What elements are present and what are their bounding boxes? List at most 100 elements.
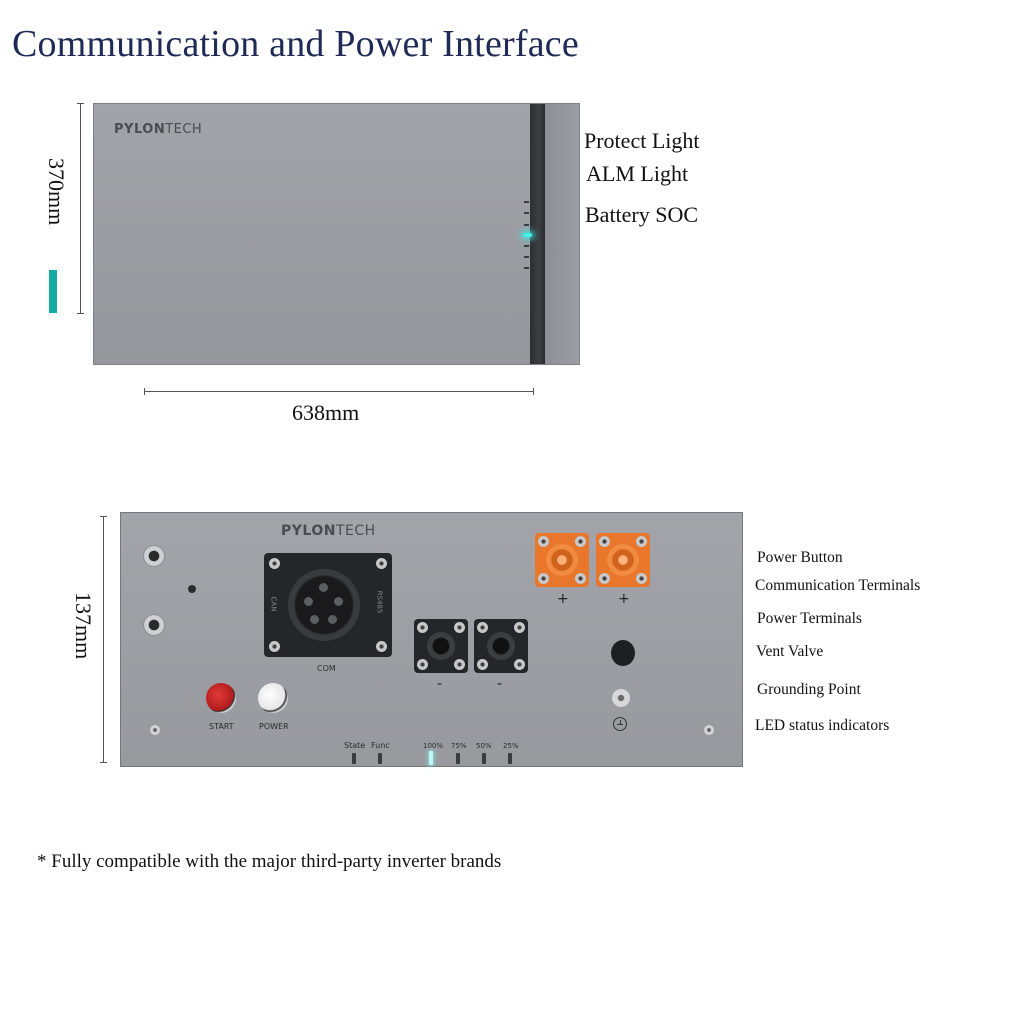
start-label: START xyxy=(209,722,234,731)
soc-led-100 xyxy=(429,751,433,765)
legend-grounding-point: Grounding Point xyxy=(757,681,861,698)
battery-front-panel: PYLONTECH CAN RS485 COM START POWER xyxy=(120,512,743,767)
legend-led-status-indicators: LED status indicators xyxy=(755,717,890,734)
communication-terminal[interactable]: CAN RS485 xyxy=(264,553,392,657)
indicator-stripe xyxy=(530,104,545,364)
battery-side-panel xyxy=(545,104,579,364)
terminal-screw xyxy=(417,659,428,670)
mounting-screw xyxy=(704,725,714,735)
positive-sign: + xyxy=(618,591,630,607)
terminal-screw xyxy=(454,622,465,633)
plate-screw xyxy=(376,641,387,652)
positive-sign: + xyxy=(557,591,569,607)
led-indicator xyxy=(524,224,529,226)
power-button[interactable] xyxy=(258,683,288,713)
indicator-label-25: 25% xyxy=(503,742,519,750)
positive-power-terminal[interactable] xyxy=(596,533,650,587)
led-indicator xyxy=(524,256,529,258)
com-label: COM xyxy=(317,664,336,673)
soc-led-25 xyxy=(508,753,512,764)
start-button[interactable] xyxy=(206,683,236,713)
height-dimension-label: 370mm xyxy=(44,158,69,226)
negative-power-terminal[interactable] xyxy=(414,619,468,673)
ground-icon xyxy=(613,717,627,731)
terminal-screw xyxy=(575,536,586,547)
brand-logo: PYLONTECH xyxy=(114,122,202,137)
indicator-label-func: Func xyxy=(371,741,390,750)
dimension-tick xyxy=(533,388,534,395)
brand-logo-light: TECH xyxy=(165,122,203,137)
led-indicator xyxy=(524,267,529,269)
terminal-core xyxy=(427,632,455,660)
dimension-tick xyxy=(77,103,84,104)
battery-front-view: PYLONTECH xyxy=(93,103,580,365)
legend-vent-valve: Vent Valve xyxy=(756,643,824,660)
state-led xyxy=(352,753,356,764)
brand-logo-bold: PYLON xyxy=(114,122,166,137)
terminal-core xyxy=(546,544,578,576)
terminal-screw xyxy=(538,573,549,584)
dimension-tick xyxy=(144,388,145,395)
page-title: Communication and Power Interface xyxy=(12,23,579,65)
indicator-label-50: 50% xyxy=(476,742,492,750)
connector-pin xyxy=(328,615,337,624)
terminal-screw xyxy=(599,573,610,584)
led-indicator xyxy=(524,245,529,247)
com-side-label-right: RS485 xyxy=(375,590,384,614)
com-side-label-left: CAN xyxy=(269,596,278,612)
led-indicator xyxy=(524,212,529,214)
legend-power-button: Power Button xyxy=(757,549,843,566)
reset-hole xyxy=(188,585,196,593)
brand-logo-light: TECH xyxy=(335,523,376,539)
soc-led-75 xyxy=(456,753,460,764)
terminal-screw xyxy=(454,659,465,670)
terminal-screw xyxy=(514,622,525,633)
power-label: POWER xyxy=(259,722,289,731)
width-dimension-line xyxy=(144,391,534,392)
callout-battery-soc: Battery SOC xyxy=(585,202,699,227)
terminal-core xyxy=(607,544,639,576)
soc-led-50 xyxy=(482,753,486,764)
connector-pin xyxy=(334,597,343,606)
compatibility-footnote: * Fully compatible with the major third-… xyxy=(37,851,502,872)
height-dimension-line xyxy=(80,103,81,313)
terminal-screw xyxy=(538,536,549,547)
terminal-core xyxy=(487,632,515,660)
terminal-screw xyxy=(477,622,488,633)
dimension-tick xyxy=(100,516,107,517)
terminal-screw xyxy=(477,659,488,670)
brand-logo-bold: PYLON xyxy=(281,523,336,539)
battery-soc-led-lit xyxy=(523,233,532,237)
positive-power-terminal[interactable] xyxy=(535,533,589,587)
terminal-screw xyxy=(514,659,525,670)
terminal-screw xyxy=(636,573,647,584)
width-dimension-label: 638mm xyxy=(292,400,360,425)
grounding-point[interactable] xyxy=(612,689,630,707)
dimension-tick xyxy=(100,762,107,763)
accent-bar xyxy=(49,270,57,313)
com-connector xyxy=(288,569,360,641)
handle-mount-grommet xyxy=(143,545,165,567)
dimension-tick xyxy=(77,313,84,314)
legend-power-terminals: Power Terminals xyxy=(757,610,862,627)
callout-protect-light: Protect Light xyxy=(584,128,700,153)
negative-sign: - xyxy=(437,676,443,692)
terminal-screw xyxy=(599,536,610,547)
led-indicator xyxy=(524,201,529,203)
plate-screw xyxy=(269,641,280,652)
negative-power-terminal[interactable] xyxy=(474,619,528,673)
callout-alm-light: ALM Light xyxy=(586,161,689,186)
negative-sign: - xyxy=(497,676,503,692)
plate-screw xyxy=(269,558,280,569)
mounting-screw xyxy=(150,725,160,735)
connector-pin xyxy=(319,583,328,592)
indicator-label-state: State xyxy=(344,741,366,750)
panel-height-dimension-label: 137mm xyxy=(71,592,96,660)
connector-pin xyxy=(310,615,319,624)
terminal-screw xyxy=(575,573,586,584)
panel-height-dimension-line xyxy=(103,516,104,762)
connector-pin xyxy=(304,597,313,606)
plate-screw xyxy=(376,558,387,569)
legend-communication-terminals: Communication Terminals xyxy=(755,577,921,594)
vent-valve xyxy=(611,640,635,666)
